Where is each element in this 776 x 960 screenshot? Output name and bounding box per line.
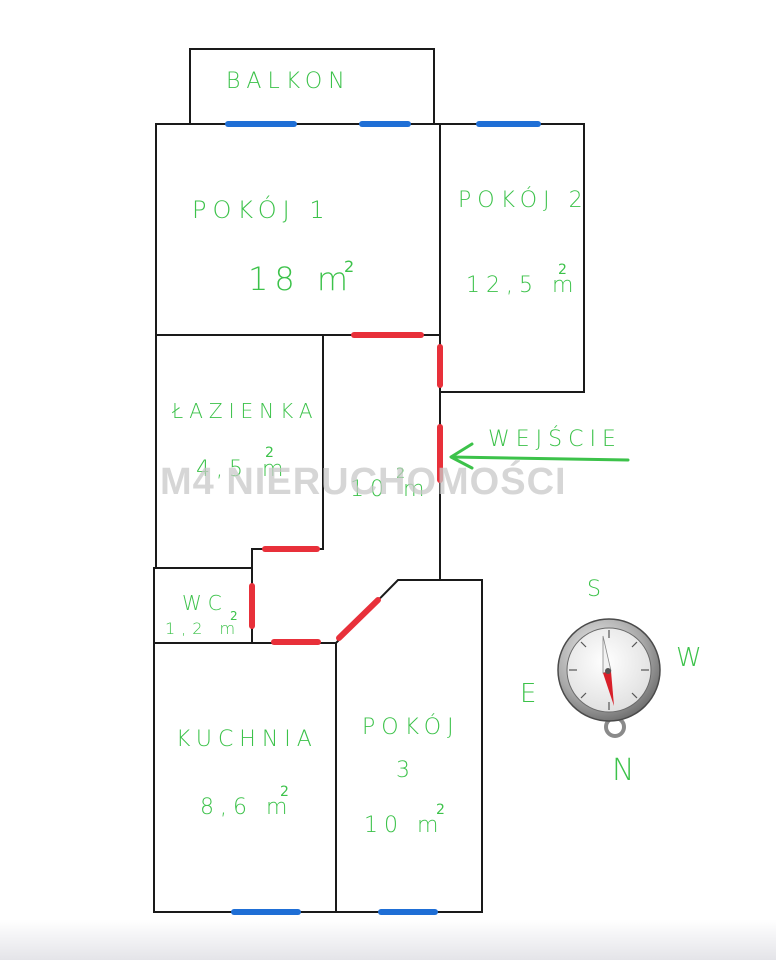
label-lazienka-sup: 2 [265, 445, 274, 461]
label-wc-area: 1,2 m [165, 619, 241, 638]
label-wc-name: WC [182, 591, 228, 615]
label-pokoj3-sup: 2 [436, 802, 445, 818]
label-pokoj3-name: POKÓJ [362, 714, 460, 740]
doors [249, 332, 443, 645]
label-hall-sup: 2 [396, 466, 405, 482]
label-pokoj1-name: POKÓJ 1 [192, 194, 331, 224]
label-pokoj1-area: 18 m [248, 260, 354, 298]
label-pokoj2-area: 12,5 m [466, 273, 579, 298]
wall-pokoj3-top [334, 579, 483, 913]
label-pokoj2-sup: 2 [558, 262, 567, 278]
label-pokoj3-number: 3 [396, 758, 416, 783]
room-labels: BALKON POKÓJ 1 18 m 2 POKÓJ 2 12,5 m 2 Ł… [165, 69, 589, 838]
label-entrance: WEJŚCIE [488, 426, 622, 452]
compass-label-n: N [612, 753, 640, 788]
compass-icon [557, 618, 661, 738]
label-balkon: BALKON [226, 69, 351, 94]
label-kuchnia-sup: 2 [280, 784, 289, 800]
compass-label-w: W [676, 643, 708, 673]
door-pokoj3 [336, 597, 381, 641]
entrance: WEJŚCIE [449, 426, 630, 470]
label-pokoj3-area: 10 m [364, 813, 444, 838]
label-kuchnia-area: 8,6 m [200, 795, 293, 820]
label-lazienka-area: 4,5 m [196, 457, 289, 482]
compass-label-e: E [520, 679, 542, 709]
windows [225, 121, 541, 915]
label-pokoj2-name: POKÓJ 2 [458, 187, 589, 213]
watermark: M4 NIERUCHOMOŚCI [160, 459, 567, 503]
label-kuchnia-name: KUCHNIA [176, 727, 318, 752]
balcony-outline [189, 48, 435, 125]
entrance-arrow-icon [449, 442, 630, 470]
bottom-shade [0, 920, 776, 960]
label-hall-area: 10 m [350, 477, 430, 502]
label-pokoj1-sup: 2 [344, 257, 354, 276]
label-wc-sup: 2 [230, 609, 238, 623]
compass: S W E N [520, 577, 708, 788]
compass-label-s: S [587, 577, 607, 602]
label-lazienka-name: ŁAZIENKA [171, 399, 319, 423]
